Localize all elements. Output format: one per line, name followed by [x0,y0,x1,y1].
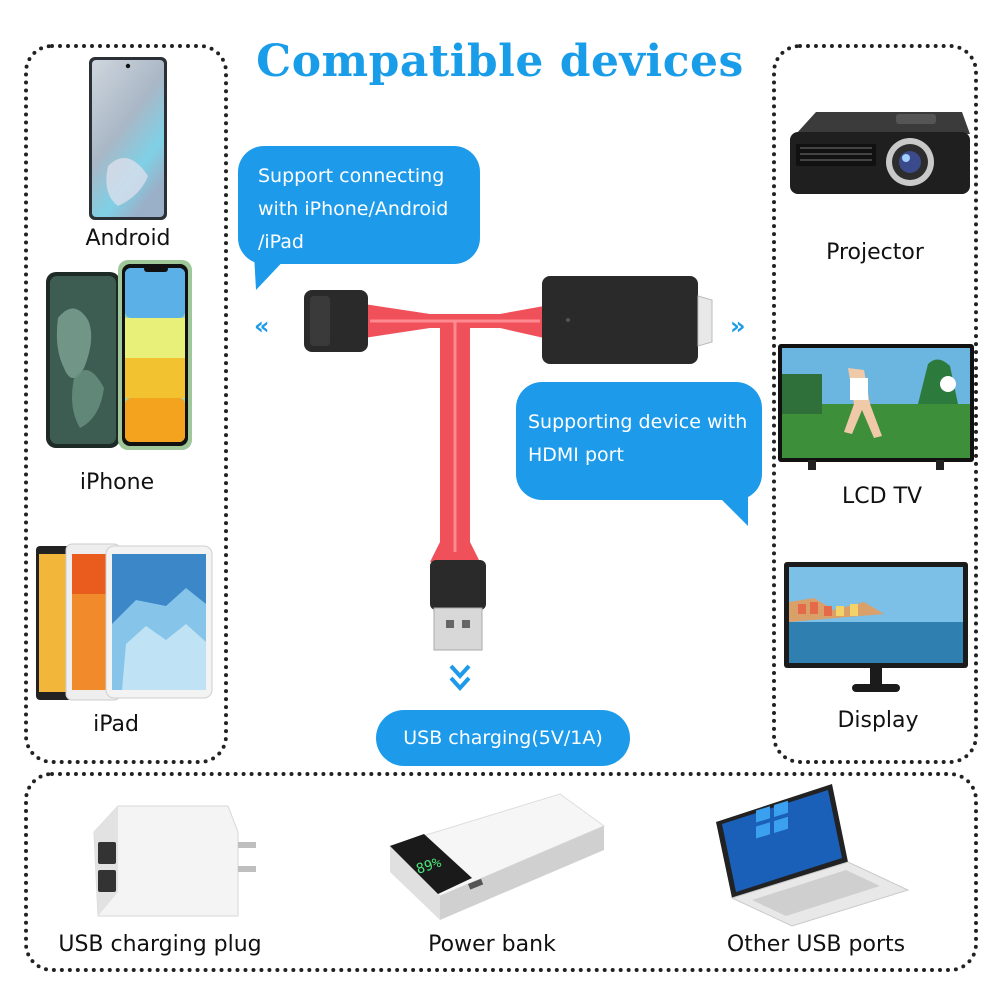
bubble-right-tail [712,490,748,526]
ipad-icon [36,543,213,701]
chevron-left-icon: « [254,312,270,340]
power-bank-display: 89% [414,855,444,878]
right-device-label-lcd-tv: LCD TV [841,484,923,509]
right-device-label-projector: Projector [826,240,924,265]
bubble-left-line3: /iPad [258,231,304,253]
power-bank-icon: 89% [389,793,606,920]
right-devices-panel [772,44,978,764]
left-device-label-android: Android [85,226,171,251]
chevron-down-icon [449,664,471,691]
left-device-label-iphone: iPhone [79,470,155,495]
chevron-right-icon: » [730,312,746,340]
bottom-device-label-usb-charging-plug: USB charging plug [58,932,262,957]
bubble-right-line2: HDMI port [528,444,624,466]
bubble-left-line2: with iPhone/Android [258,198,449,220]
bottom-devices-panel [24,772,978,972]
display-monitor-icon [784,562,968,692]
bottom-device-label-other-usb-ports: Other USB ports [726,932,906,957]
bottom-device-label-power-bank: Power bank [428,932,556,957]
usb-charging-pill: USB charging(5V/1A) [376,710,630,766]
bubble-left-tail [254,254,290,290]
bubble-right-line1: Supporting device with [528,411,748,433]
left-devices-panel [24,44,228,764]
projector-icon [790,112,970,194]
hdmi-usb-cable [304,276,713,651]
iphone-icon [46,260,192,450]
usb-charger-icon [93,805,256,917]
right-device-label-display: Display [837,708,919,733]
page-title: Compatible devices [256,36,744,87]
left-device-label-ipad: iPad [93,712,139,737]
bubble-hdmi-port: Supporting device with HDMI port [516,382,762,500]
android-phone-icon [89,57,167,220]
bubble-left-line1: Support connecting [258,165,445,187]
lcd-tv-icon [778,344,974,470]
bubble-support-connecting: Support connecting with iPhone/Android /… [238,146,480,264]
laptop-icon [716,784,910,927]
